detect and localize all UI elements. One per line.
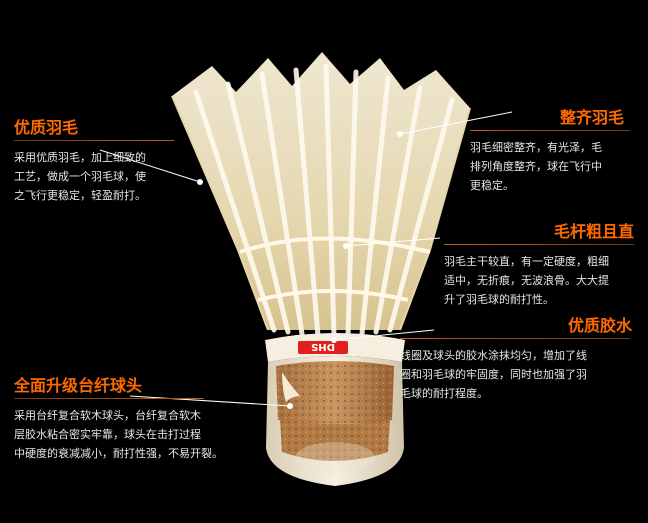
cork-head bbox=[266, 356, 404, 486]
callout-title: 毛杆粗且直 bbox=[553, 222, 634, 241]
callout-quality-glue: 优质胶水 线圈及球头的胶水涂抹均匀，增加了线 圈和羽毛球的牢固度，同时也加强了羽… bbox=[400, 316, 644, 403]
callout-title: 全面升级台纤球头 bbox=[14, 376, 143, 395]
callout-thick-shaft: 毛杆粗且直 羽毛主干较直，有一定硬度，粗细 适中，无折痕，无波浪骨。大大提 升了… bbox=[444, 222, 644, 309]
divider bbox=[444, 244, 634, 245]
callout-quality-feather: 优质羽毛 采用优质羽毛，加上细致的 工艺，做成一个羽毛球，使 之飞行更稳定，轻盈… bbox=[14, 118, 204, 205]
callout-text: 羽毛细密整齐，有光泽，毛 排列角度整齐，球在飞行中 更稳定。 bbox=[470, 141, 602, 192]
callout-text: 采用台纤复合软木球头，台纤复合软木 层胶水粘合密实牢靠，球头在击打过程 中硬度的… bbox=[14, 409, 223, 460]
callout-title: 整齐羽毛 bbox=[559, 108, 624, 127]
callout-text: 采用优质羽毛，加上细致的 工艺，做成一个羽毛球，使 之飞行更稳定，轻盈耐打。 bbox=[14, 151, 146, 202]
pointer-dots bbox=[197, 131, 403, 409]
callout-title: 优质胶水 bbox=[567, 316, 632, 335]
divider bbox=[14, 398, 204, 399]
callout-title: 优质羽毛 bbox=[14, 118, 79, 137]
callout-neat-feather: 整齐羽毛 羽毛细密整齐，有光泽，毛 排列角度整齐，球在飞行中 更稳定。 bbox=[470, 108, 646, 195]
divider bbox=[470, 130, 630, 131]
logo-band: DHS bbox=[265, 333, 405, 362]
divider bbox=[14, 140, 174, 141]
brand-logo-text: DHS bbox=[311, 341, 335, 352]
pointer-lines bbox=[99, 111, 513, 407]
callout-text: 羽毛主干较直，有一定硬度，粗细 适中，无折痕，无波浪骨。大大提 升了羽毛球的耐打… bbox=[444, 255, 609, 306]
divider bbox=[400, 338, 630, 339]
callout-text: 线圈及球头的胶水涂抹均匀，增加了线 圈和羽毛球的牢固度，同时也加强了羽 毛球的耐… bbox=[400, 349, 587, 400]
binding-threads bbox=[239, 236, 431, 302]
callout-cork-head: 全面升级台纤球头 采用台纤复合软木球头，台纤复合软木 层胶水粘合密实牢靠，球头在… bbox=[14, 376, 264, 463]
